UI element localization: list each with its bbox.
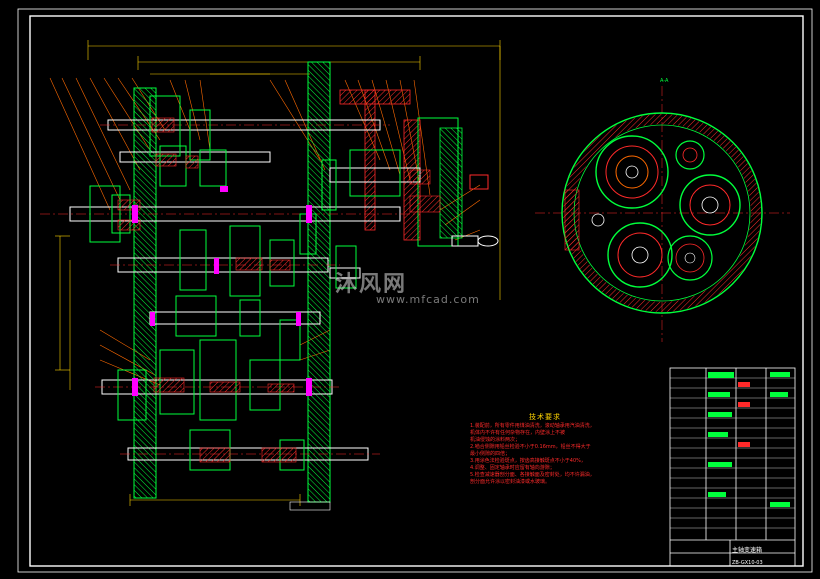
tech-line: 机体内不许有任何杂物存在，内壁涂上不被 [470,430,566,436]
tech-line: 剖分面允许涂以密封油漆或水玻璃。 [470,479,551,485]
tech-line: 5.检查减速器剖分面、各接触面及密封处，均不许漏油， [470,472,595,478]
tech-line: 最小侧隙的四倍； [470,451,511,457]
title-block-name: 主轴变速箱 [732,547,763,554]
tech-line: 3.用涂色法检验斑点，按齿高接触斑点不小于40%， [470,458,586,464]
technical-requirements: 技术要求 1.装配前，所有零件用煤油清洗，滚动轴承用汽油清洗， 机体内不许有任何… [470,414,620,486]
section-view-gears [595,135,741,288]
technical-requirements-title: 技术要求 [529,413,561,421]
bottom-left-stamp [289,501,331,511]
handle-lever [451,174,499,247]
tech-line: 2.啮合侧隙用铅丝检验不小于0.16mm，铅丝不得大于 [470,444,591,450]
watermark-logo-text: 沐风网 [335,272,408,297]
title-block-fills [708,372,790,507]
title-block-code: ZB-GX10-03 [732,560,763,566]
drawing-frame [17,8,813,573]
bearing-marks [132,186,312,396]
section-view-circle [535,86,790,342]
title-block [669,367,796,567]
gear-hatch-blocks [117,117,441,463]
title-block-rows [670,377,795,529]
tech-line: 4.调整、固定轴承时应留有轴向游隙； [470,465,555,471]
tech-line: 1.装配前，所有零件用煤油清洗，滚动轴承用汽油清洗， [470,423,595,429]
shafts [40,119,421,461]
watermark-url: www.mfcad.com [376,293,480,306]
tech-line: 机油侵蚀的涂料两次； [470,437,521,443]
dimension-lines-top [55,40,501,506]
section-label: A-A [660,78,669,84]
gearbox-housing [133,61,463,503]
